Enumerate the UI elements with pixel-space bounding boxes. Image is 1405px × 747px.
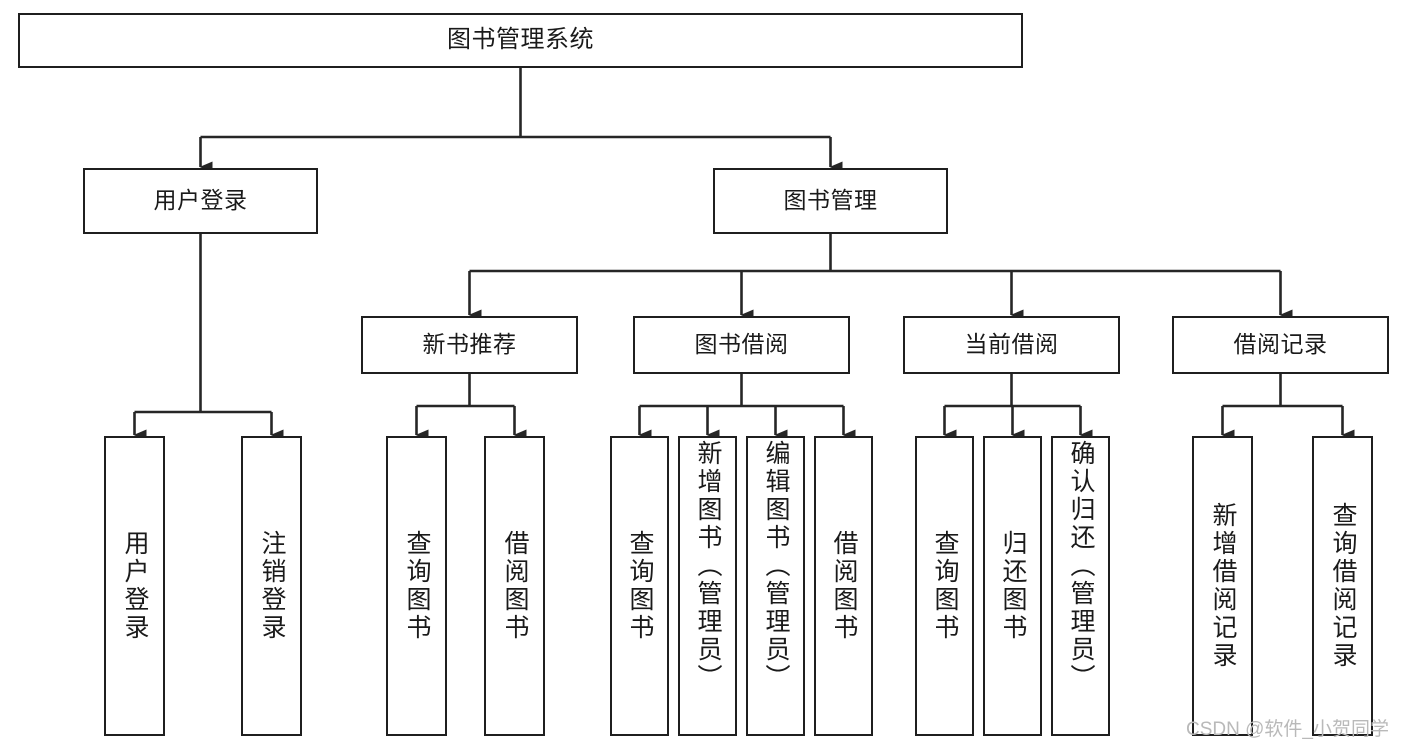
node-label: 借阅图书 — [830, 530, 858, 642]
leaf-logout[interactable]: 注销登录 — [241, 436, 302, 736]
leaf-query-book-recommend[interactable]: 查询图书 — [386, 436, 447, 736]
leaf-edit-book-admin[interactable]: 编辑图书（管理员） — [746, 436, 805, 736]
node-user-login[interactable]: 用户登录 — [83, 168, 318, 234]
node-label: 编辑图书（管理员） — [762, 440, 790, 692]
leaf-user-login[interactable]: 用户登录 — [104, 436, 165, 736]
node-label: 新书推荐 — [422, 331, 517, 358]
node-borrow-record[interactable]: 借阅记录 — [1172, 316, 1389, 374]
node-label: 查询借阅记录 — [1329, 502, 1357, 670]
leaf-add-borrow-record[interactable]: 新增借阅记录 — [1192, 436, 1253, 736]
node-label: 借阅记录 — [1233, 331, 1328, 358]
node-label: 用户登录 — [121, 530, 149, 642]
node-label: 当前借阅 — [964, 331, 1059, 358]
node-current-borrow[interactable]: 当前借阅 — [903, 316, 1120, 374]
leaf-borrow-book[interactable]: 借阅图书 — [814, 436, 873, 736]
node-label: 新增图书（管理员） — [694, 440, 722, 692]
node-book-manage[interactable]: 图书管理 — [713, 168, 948, 234]
node-new-book-recommend[interactable]: 新书推荐 — [361, 316, 578, 374]
node-label: 归还图书 — [999, 530, 1027, 642]
node-label: 查询图书 — [626, 530, 654, 642]
node-label: 图书管理系统 — [447, 26, 594, 54]
node-label: 注销登录 — [258, 530, 286, 642]
leaf-query-borrow-record[interactable]: 查询借阅记录 — [1312, 436, 1373, 736]
node-label: 用户登录 — [153, 187, 248, 214]
csdn-watermark: CSDN @软件_小贺同学 — [1186, 719, 1389, 740]
node-label: 借阅图书 — [501, 530, 529, 642]
node-label: 图书借阅 — [694, 331, 789, 358]
node-root[interactable]: 图书管理系统 — [18, 13, 1023, 68]
node-book-borrow[interactable]: 图书借阅 — [633, 316, 850, 374]
leaf-query-book-borrow[interactable]: 查询图书 — [610, 436, 669, 736]
node-label: 查询图书 — [403, 530, 431, 642]
leaf-borrow-book-recommend[interactable]: 借阅图书 — [484, 436, 545, 736]
node-label: 新增借阅记录 — [1209, 502, 1237, 670]
leaf-add-book-admin[interactable]: 新增图书（管理员） — [678, 436, 737, 736]
node-label: 图书管理 — [783, 187, 878, 214]
leaf-confirm-return-admin[interactable]: 确认归还（管理员） — [1051, 436, 1110, 736]
node-label: 查询图书 — [931, 530, 959, 642]
node-label: 确认归还（管理员） — [1067, 440, 1095, 692]
leaf-query-book-current[interactable]: 查询图书 — [915, 436, 974, 736]
leaf-return-book[interactable]: 归还图书 — [983, 436, 1042, 736]
